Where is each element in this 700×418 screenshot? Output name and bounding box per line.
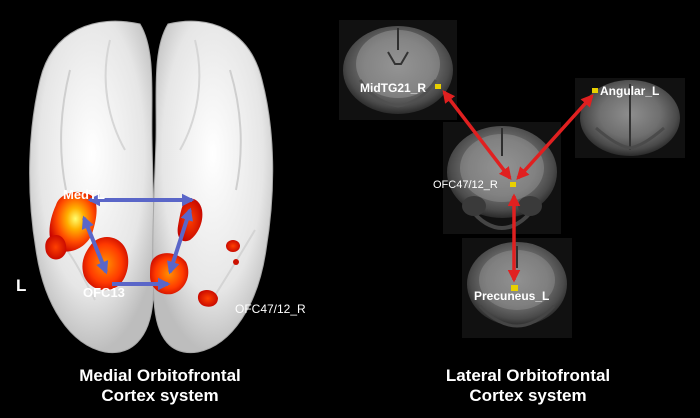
sulcus-line — [229, 69, 242, 191]
sulcus-line — [211, 229, 256, 301]
label-ofc13: OFC13 — [83, 285, 125, 300]
connection-angular-to-ofc47-12 — [516, 94, 594, 180]
sulcus-line — [60, 69, 71, 191]
connection-medtl-to-ofc13 — [81, 215, 109, 275]
marker-midtg21-r — [435, 84, 441, 89]
connection-right-orbital-to-right-medial — [167, 207, 193, 275]
activation-medtl-lower — [45, 234, 67, 260]
coronal-slice-precuneus-l — [462, 238, 572, 338]
caption-medial-line1: Medial Orbitofrontal — [79, 366, 241, 385]
caption-lateral-system: Lateral Orbitofrontal Cortex system — [408, 366, 648, 406]
side-marker-left: L — [16, 276, 26, 295]
marker-precuneus-l — [511, 285, 518, 291]
caption-lateral-line2: Cortex system — [469, 386, 587, 405]
label-ofc47-12-r: OFC47/12_R — [235, 302, 306, 316]
label-precuneus-l: Precuneus_L — [474, 289, 549, 303]
marker-angular-l — [592, 88, 598, 93]
marker-ofc47-12-r — [510, 182, 516, 187]
activation-right-lateral-small — [233, 259, 239, 265]
sulcus-line — [179, 39, 201, 151]
activation-right-lateral — [226, 240, 240, 252]
label-midtg21-r: MidTG21_R — [360, 81, 426, 95]
caption-medial-system: Medial Orbitofrontal Cortex system — [40, 366, 280, 406]
ventral-brain-view: MedTL OFC13 OFC47/12_R L — [16, 20, 306, 354]
label-ofc47-12-r-lateral: OFC47/12_R — [433, 179, 498, 191]
label-angular-l: Angular_L — [600, 84, 659, 98]
caption-lateral-line1: Lateral Orbitofrontal — [445, 366, 611, 385]
label-medtl: MedTL — [63, 187, 105, 202]
connection-midtg21-to-ofc47-12 — [442, 90, 512, 180]
coronal-slice-midtg21-r — [339, 20, 457, 120]
caption-medial-line2: Cortex system — [101, 386, 219, 405]
activation-ofc47-12-r — [197, 290, 218, 307]
coronal-slice-ofc47-12-r — [443, 122, 561, 234]
sulcus-line — [104, 39, 126, 151]
